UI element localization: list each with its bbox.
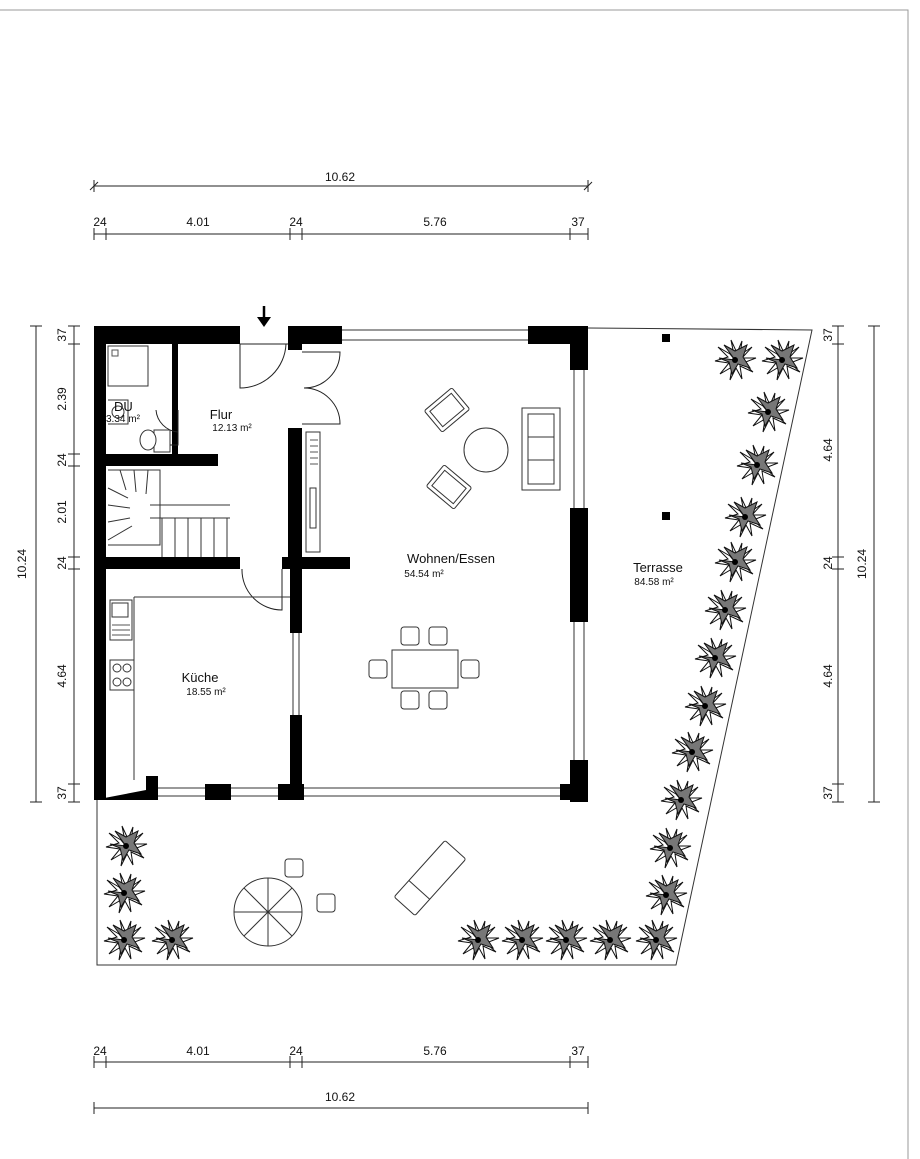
- svg-text:12.13 m²: 12.13 m²: [212, 423, 252, 434]
- room-label-du: DU 3.34 m²: [106, 399, 141, 425]
- dim-label: 24: [93, 1044, 107, 1058]
- terrace-post: [662, 512, 670, 520]
- bottom-dimension-total: 10.62: [93, 1090, 589, 1114]
- dim-label: 37: [571, 215, 585, 229]
- dim-label: 10.24: [855, 549, 869, 579]
- dim-label: 24: [289, 215, 303, 229]
- right-dimension-segments: 37 4.64 24 4.64 37: [821, 325, 844, 803]
- terrace-post: [662, 334, 670, 342]
- dim-label: 24: [93, 215, 107, 229]
- bottom-dimension-segments: 24 4.01 24 5.76 37: [93, 1044, 589, 1068]
- svg-text:Terrasse: Terrasse: [633, 560, 683, 575]
- left-dimension-segments: 37 2.39 24 2.01 24 4.64 37: [55, 325, 80, 803]
- walls: [94, 326, 588, 802]
- room-label-wohnen: Wohnen/Essen 54.54 m²: [404, 551, 495, 580]
- dim-label: 10.62: [325, 1090, 355, 1104]
- entrance-arrow-icon: [257, 306, 271, 327]
- svg-text:Küche: Küche: [182, 670, 219, 685]
- dim-label: 37: [571, 1044, 585, 1058]
- dim-label: 24: [55, 453, 69, 467]
- dim-label: 10.24: [15, 549, 29, 579]
- dim-label: 4.01: [186, 215, 210, 229]
- svg-text:DU: DU: [114, 399, 133, 414]
- dim-label: 2.39: [55, 387, 69, 411]
- dim-label: 37: [55, 328, 69, 342]
- room-label-terrasse: Terrasse 84.58 m²: [633, 560, 683, 588]
- svg-text:54.54 m²: 54.54 m²: [404, 569, 444, 580]
- dim-label: 4.64: [821, 438, 835, 462]
- dim-label: 37: [821, 328, 835, 342]
- svg-text:3.34 m²: 3.34 m²: [106, 414, 141, 425]
- top-dimension-total: 10.62: [89, 170, 593, 192]
- dim-label: 24: [821, 556, 835, 570]
- dim-label: 5.76: [423, 215, 447, 229]
- dim-label: 5.76: [423, 1044, 447, 1058]
- left-dimension-total: 10.24: [15, 325, 42, 803]
- right-dimension-total: 10.24: [855, 325, 880, 803]
- dim-label: 2.01: [55, 500, 69, 524]
- staircase: [107, 469, 230, 557]
- top-dimension-segments: 24 4.01 24 5.76 37: [93, 215, 589, 240]
- svg-text:18.55 m²: 18.55 m²: [186, 687, 226, 698]
- dim-label: 4.64: [821, 664, 835, 688]
- living-furniture: [305, 388, 561, 710]
- dim-label: 37: [821, 786, 835, 800]
- svg-text:84.58 m²: 84.58 m²: [634, 577, 674, 588]
- dim-label: 10.62: [325, 170, 355, 184]
- dim-label: 24: [289, 1044, 303, 1058]
- svg-text:Wohnen/Essen: Wohnen/Essen: [407, 551, 495, 566]
- dim-label: 37: [55, 786, 69, 800]
- kitchen-counter: [109, 596, 290, 780]
- room-label-flur: Flur 12.13 m²: [210, 407, 253, 434]
- dim-label: 4.01: [186, 1044, 210, 1058]
- room-label-kueche: Küche 18.55 m²: [182, 670, 227, 698]
- garden-furniture: [233, 840, 466, 947]
- bathroom-fixtures: [107, 345, 171, 453]
- svg-text:Flur: Flur: [210, 407, 233, 422]
- terrace-outline: [96, 327, 813, 966]
- windows: [158, 329, 585, 797]
- dim-label: 24: [55, 556, 69, 570]
- dim-label: 4.64: [55, 664, 69, 688]
